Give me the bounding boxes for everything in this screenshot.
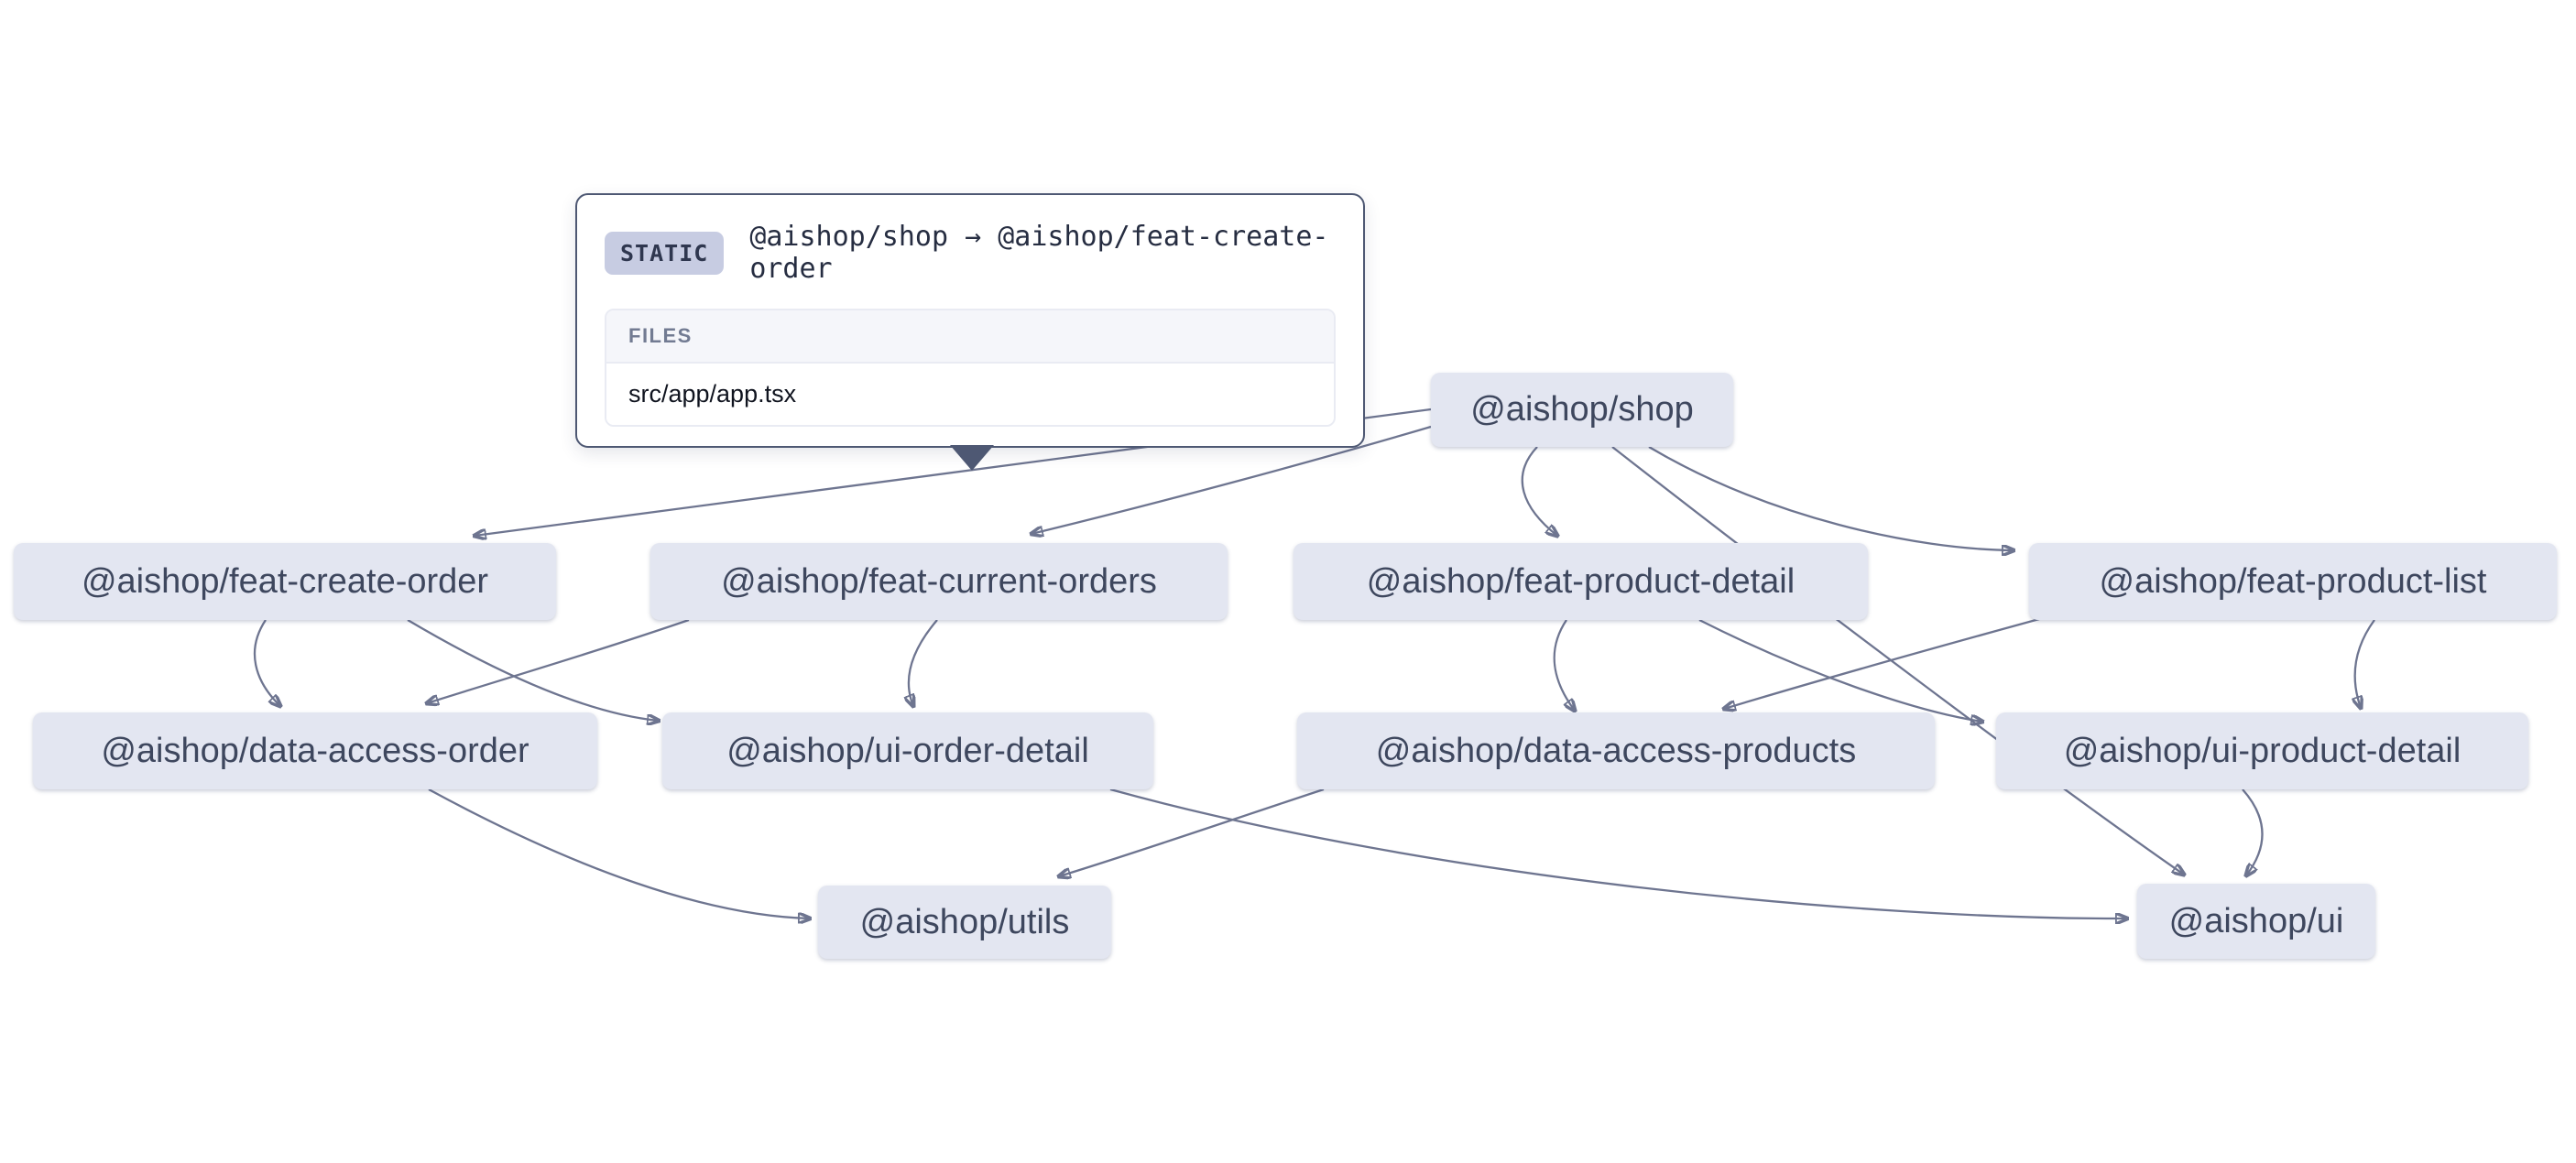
tooltip-header: STATIC @aishop/shop → @aishop/feat-creat… xyxy=(605,221,1336,285)
edge-ui-product-detail-ui[interactable] xyxy=(2242,788,2264,875)
node-data-access-order[interactable]: @aishop/data-access-order xyxy=(33,712,597,789)
node-feat-current-orders[interactable]: @aishop/feat-current-orders xyxy=(650,543,1228,620)
edge-feat-create-order-ui-order-detail[interactable] xyxy=(407,619,659,721)
node-data-access-products[interactable]: @aishop/data-access-products xyxy=(1297,712,1935,789)
edge-tooltip: STATIC @aishop/shop → @aishop/feat-creat… xyxy=(575,193,1365,448)
edge-feat-current-orders-ui-order-detail[interactable] xyxy=(909,619,938,706)
edge-ui-order-detail-ui[interactable] xyxy=(1109,788,2127,918)
edge-feat-product-list-ui-product-detail[interactable] xyxy=(2355,619,2375,708)
node-ui-order-detail[interactable]: @aishop/ui-order-detail xyxy=(662,712,1153,789)
files-section: FILES src/app/app.tsx xyxy=(605,309,1336,427)
node-shop[interactable]: @aishop/shop xyxy=(1431,373,1733,447)
edge-shop-feat-product-detail[interactable] xyxy=(1521,446,1557,536)
tooltip-caret-icon xyxy=(950,445,994,471)
edge-feat-current-orders-data-access-order[interactable] xyxy=(427,618,690,703)
node-utils[interactable]: @aishop/utils xyxy=(818,886,1111,959)
edge-feat-create-order-data-access-order[interactable] xyxy=(253,619,280,706)
edge-feat-product-detail-data-access-products[interactable] xyxy=(1553,619,1575,711)
edge-shop-ui[interactable] xyxy=(1611,446,2184,875)
node-ui-product-detail[interactable]: @aishop/ui-product-detail xyxy=(1996,712,2528,789)
edge-shop-feat-product-list[interactable] xyxy=(1648,446,2014,550)
edge-feat-product-list-data-access-products[interactable] xyxy=(1724,612,2060,709)
edge-shop-feat-current-orders[interactable] xyxy=(1031,425,1432,534)
files-list: src/app/app.tsx xyxy=(606,364,1334,425)
node-feat-product-detail[interactable]: @aishop/feat-product-detail xyxy=(1293,543,1868,620)
edge-feat-product-detail-ui-product-detail[interactable] xyxy=(1698,618,1982,722)
edge-data-access-order-utils[interactable] xyxy=(428,788,810,918)
tooltip-title: @aishop/shop → @aishop/feat-create-order xyxy=(749,221,1329,285)
edge-type-badge: STATIC xyxy=(605,231,725,275)
node-feat-create-order[interactable]: @aishop/feat-create-order xyxy=(14,543,556,620)
edge-data-access-products-utils[interactable] xyxy=(1059,788,1325,876)
node-feat-product-list[interactable]: @aishop/feat-product-list xyxy=(2029,543,2557,620)
file-row: src/app/app.tsx xyxy=(606,364,1334,425)
files-section-label: FILES xyxy=(606,310,1334,364)
node-ui[interactable]: @aishop/ui xyxy=(2137,884,2375,959)
